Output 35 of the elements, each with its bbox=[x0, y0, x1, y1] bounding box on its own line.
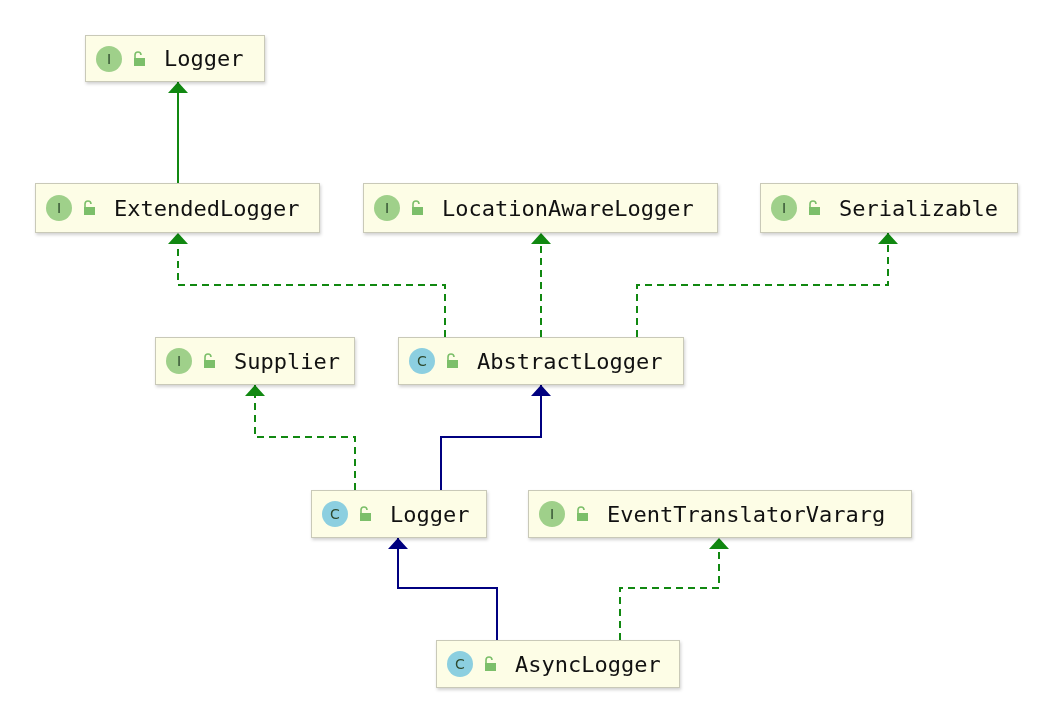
class-name: LocationAwareLogger bbox=[442, 195, 694, 221]
class-name: ExtendedLogger bbox=[114, 195, 300, 221]
class-name: Supplier bbox=[234, 348, 340, 374]
class-box bbox=[398, 337, 684, 385]
type-badge: I bbox=[374, 195, 400, 221]
type-badge: C bbox=[322, 501, 348, 527]
inheritance-arrow bbox=[168, 81, 188, 184]
type-badge: C bbox=[409, 348, 435, 374]
type-badge: I bbox=[166, 348, 192, 374]
class-name: EventTranslatorVararg bbox=[607, 501, 886, 527]
type-badge: C bbox=[447, 651, 473, 677]
class-box bbox=[311, 490, 487, 538]
inheritance-arrow bbox=[531, 232, 551, 338]
type-badge: I bbox=[771, 195, 797, 221]
inheritance-arrow bbox=[440, 384, 551, 491]
class-box bbox=[35, 183, 320, 233]
class-box bbox=[760, 183, 1018, 233]
inheritance-arrow bbox=[388, 537, 498, 641]
class-name: AsyncLogger bbox=[515, 651, 661, 677]
type-badge: I bbox=[539, 501, 565, 527]
class-name: Logger bbox=[390, 501, 470, 527]
inheritance-arrow bbox=[168, 232, 446, 338]
class-box bbox=[528, 490, 912, 538]
class-name: Serializable bbox=[839, 195, 998, 221]
type-badge: I bbox=[46, 195, 72, 221]
class-name: AbstractLogger bbox=[477, 348, 663, 374]
inheritance-arrow bbox=[636, 232, 898, 338]
inheritance-arrow bbox=[245, 384, 356, 491]
class-box bbox=[436, 640, 680, 688]
type-badge: I bbox=[96, 45, 122, 72]
class-name: Logger bbox=[164, 46, 244, 71]
inheritance-arrow bbox=[619, 537, 729, 641]
class-box bbox=[155, 337, 355, 385]
class-box bbox=[85, 35, 265, 82]
class-box bbox=[363, 183, 718, 233]
